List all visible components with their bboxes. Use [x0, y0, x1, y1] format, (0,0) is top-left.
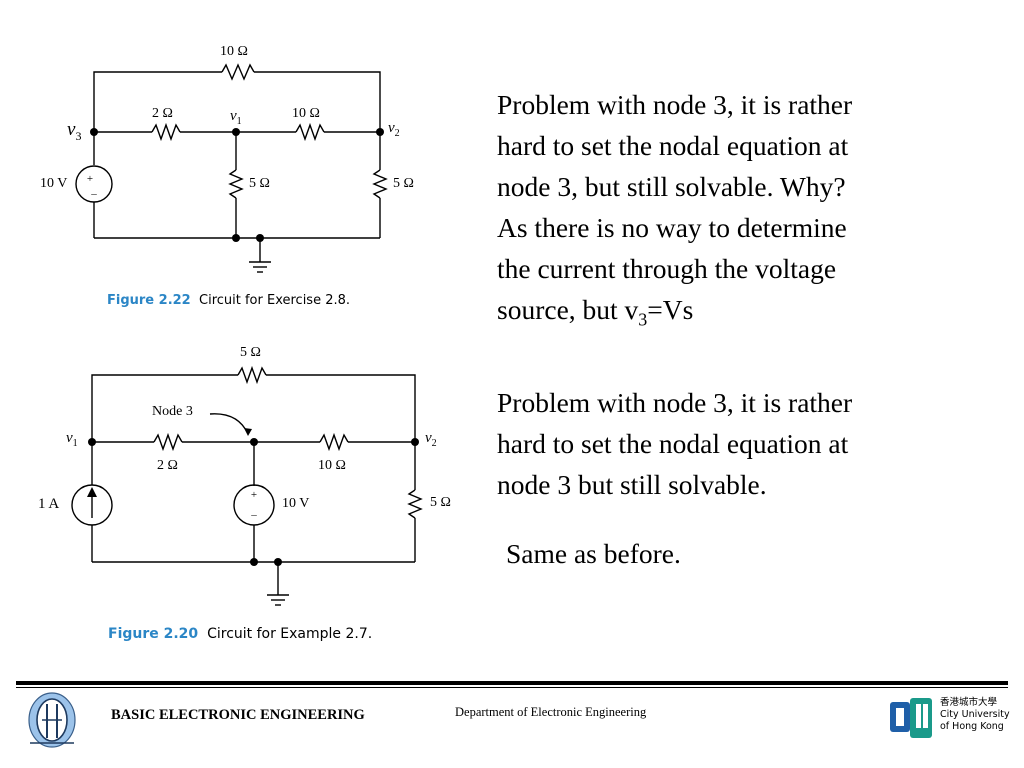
figure-2-20-circuit: + –	[71, 365, 423, 606]
footer-department: Department of Electronic Engineering	[455, 705, 647, 719]
cityu-logo-text: 香港城市大學 City University of Hong Kong	[940, 697, 1010, 733]
paragraph-2-line: Problem with node 3, it is rather	[497, 387, 853, 418]
resistor-2ohm	[151, 122, 181, 142]
footer-rule-thin	[16, 687, 1008, 688]
svg-text:–: –	[250, 509, 257, 521]
fig2-label-current-source: 1 A	[38, 496, 60, 512]
paragraph-1: Problem with node 3, it is rather hard t…	[497, 84, 852, 341]
fig1-label-r-top: 10 Ω	[220, 44, 248, 59]
fig2-label-voltage-source: 10 V	[282, 496, 310, 511]
fig2-label-node3: Node 3	[152, 404, 193, 419]
paragraph-1-line: node 3, but still solvable. Why?	[497, 171, 846, 202]
fig1-label-source: 10 V	[40, 176, 68, 191]
paragraph-1-line: As there is no way to determine	[497, 212, 847, 243]
paragraph-1-last-line: source, but v3=Vs	[497, 294, 694, 330]
cityu-name-line1: City University	[940, 709, 1010, 720]
resistor-5ohm-right	[407, 489, 423, 519]
fig2-label-r-mid: 10 Ω	[318, 458, 346, 473]
fig1-label-r-mid: 10 Ω	[292, 106, 320, 121]
fig1-node-v3: v3	[67, 119, 82, 143]
resistor-10ohm-mid	[295, 122, 325, 142]
fig1-label-r-left: 2 Ω	[152, 106, 173, 121]
resistor-10ohm	[319, 432, 349, 452]
footer-rule-thick	[16, 681, 1008, 685]
paragraph-2: Problem with node 3, it is rather hard t…	[497, 382, 852, 505]
resistor-top	[221, 63, 255, 81]
svg-text:+: +	[251, 489, 257, 501]
cityu-name-chinese: 香港城市大學	[940, 697, 998, 708]
paragraph-2-line: hard to set the nodal equation at	[497, 428, 849, 459]
fig1-label-r-v2: 5 Ω	[393, 176, 414, 191]
paragraph-1-line: the current through the voltage	[497, 253, 837, 284]
paragraph-1-line: hard to set the nodal equation at	[497, 130, 849, 161]
svg-text:–: –	[90, 188, 97, 200]
resistor-5ohm-v1	[228, 169, 244, 199]
paragraph-1-line: Problem with node 3, it is rather	[497, 89, 853, 120]
resistor-5ohm-v2	[372, 169, 388, 199]
fig1-node-v2: v2	[388, 120, 400, 139]
fig1-node-v1: v1	[230, 108, 242, 127]
fig1-caption: Figure 2.22 Circuit for Exercise 2.8.	[107, 293, 351, 308]
cityu-logo-icon	[890, 698, 932, 738]
fig2-node-v2: v2	[425, 430, 437, 449]
paragraph-2-line: node 3 but still solvable.	[497, 469, 767, 500]
fig2-caption: Figure 2.20 Circuit for Example 2.7.	[108, 626, 373, 642]
fig1-label-r-v1: 5 Ω	[249, 176, 270, 191]
paragraph-3: Same as before.	[506, 538, 681, 569]
department-emblem-icon	[28, 692, 76, 748]
footer-course-title: BASIC ELECTRONIC ENGINEERING	[111, 707, 365, 723]
fig2-node-v1: v1	[66, 430, 78, 449]
resistor-2ohm	[153, 432, 183, 452]
cityu-name-line2: of Hong Kong	[940, 721, 1004, 732]
fig2-label-r-top: 5 Ω	[240, 345, 261, 360]
fig2-label-r-left: 2 Ω	[157, 458, 178, 473]
fig2-label-r-right: 5 Ω	[430, 495, 451, 510]
resistor-top	[237, 365, 267, 385]
svg-text:+: +	[87, 173, 93, 185]
figure-2-22-circuit: + –	[75, 63, 388, 273]
